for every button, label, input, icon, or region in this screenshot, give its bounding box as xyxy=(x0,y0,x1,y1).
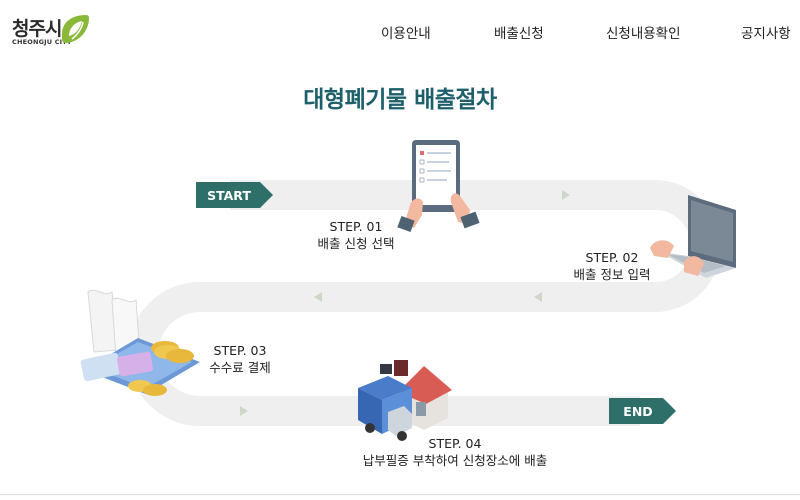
tablet-illustration xyxy=(397,140,480,233)
step-1-label: STEP. 01 배출 신청 선택 xyxy=(296,218,416,252)
step-1-description: 배출 신청 선택 xyxy=(317,236,395,251)
step-4-label: STEP. 04 납부필증 부착하여 신청장소에 배출 xyxy=(350,435,560,469)
nav-item-request-check[interactable]: 신청내용확인 xyxy=(606,26,681,42)
direction-arrow-left-1 xyxy=(534,292,542,302)
step-3-number: STEP. 03 xyxy=(213,343,267,358)
start-tag: START xyxy=(196,182,273,208)
page-title: 대형폐기물 배출절차 xyxy=(303,87,497,113)
step-4-number: STEP. 04 xyxy=(428,436,482,451)
laptop-illustration xyxy=(650,195,736,278)
step-3-label: STEP. 03 수수료 결제 xyxy=(180,342,300,376)
step-2-number: STEP. 02 xyxy=(585,250,639,265)
step-2-label: STEP. 02 배출 정보 입력 xyxy=(552,249,672,283)
nav-item-notice[interactable]: 공지사항 xyxy=(741,26,791,42)
direction-arrow-right-1 xyxy=(562,190,570,200)
nav-item-disposal-request[interactable]: 배출신청 xyxy=(494,26,544,42)
cheongju-logo[interactable]: 청주시 CHEONGJU CITY xyxy=(12,12,102,52)
direction-arrow-right-2 xyxy=(240,406,248,416)
main-nav: 이용안내 배출신청 신청내용확인 공지사항 xyxy=(0,22,800,42)
payment-illustration xyxy=(80,289,200,396)
logo-mark-icon xyxy=(62,15,89,43)
direction-arrow-left-2 xyxy=(314,292,322,302)
end-tag-label: END xyxy=(623,404,652,419)
logo-text: 청주시 xyxy=(12,18,62,40)
nav-item-usage-guide[interactable]: 이용안내 xyxy=(381,26,431,42)
logo-subtext: CHEONGJU CITY xyxy=(12,38,72,46)
step-2-description: 배출 정보 입력 xyxy=(573,267,651,282)
truck-house-illustration xyxy=(358,360,452,441)
step-1-number: STEP. 01 xyxy=(329,219,383,234)
step-4-description: 납부필증 부착하여 신청장소에 배출 xyxy=(362,453,548,468)
end-tag: END xyxy=(609,398,676,424)
header: 청주시 CHEONGJU CITY 이용안내 배출신청 신청내용확인 공지사항 xyxy=(0,0,800,60)
start-tag-label: START xyxy=(207,188,251,203)
step-3-description: 수수료 결제 xyxy=(209,360,271,375)
bottom-divider xyxy=(0,494,800,495)
